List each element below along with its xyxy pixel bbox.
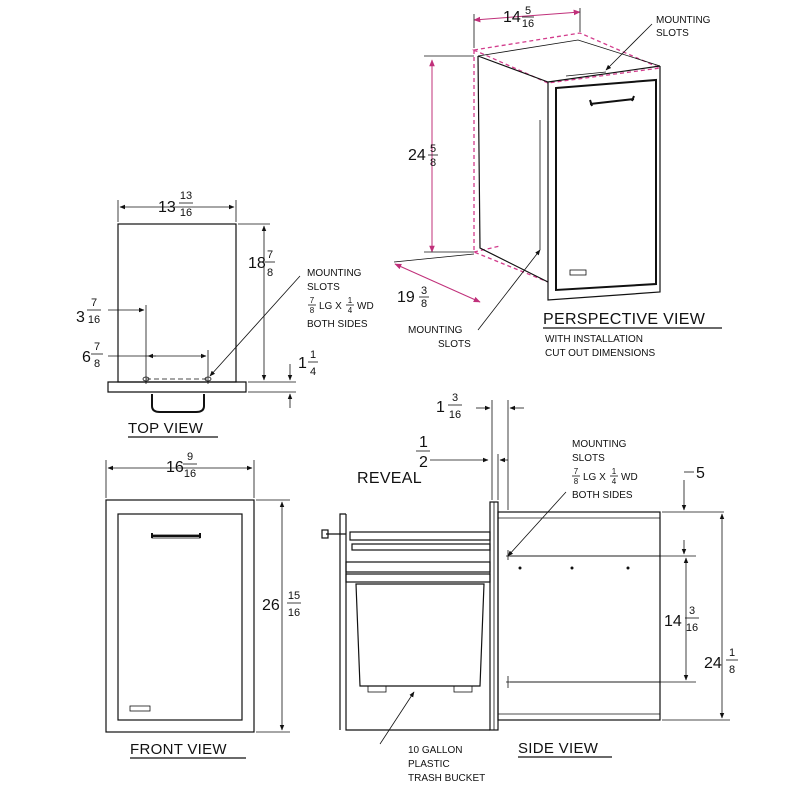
top-mounting-l4: BOTH SIDES <box>307 319 368 330</box>
front-width-den: 16 <box>184 468 196 480</box>
front-door-handle <box>151 533 201 538</box>
front-height-whole: 26 <box>262 597 280 614</box>
top-slot-lg-suffix: LG X <box>319 301 342 312</box>
side-slot-wd-num: 1 <box>612 467 617 476</box>
front-width-num: 9 <box>187 451 193 463</box>
side-mounting-l1: MOUNTING <box>572 439 627 450</box>
door-panel <box>555 78 657 292</box>
front-view-title: FRONT VIEW <box>130 741 227 758</box>
side-reveal-num: 1 <box>419 434 428 451</box>
side-flange-whole: 1 <box>436 399 445 416</box>
side-flange-num: 3 <box>452 392 458 404</box>
side-reveal-den: 2 <box>419 454 428 471</box>
top-slot-wd-den: 4 <box>348 306 353 315</box>
top-slot-lg-den: 8 <box>310 306 315 315</box>
top-offset-b-den: 8 <box>94 358 100 370</box>
front-door <box>117 513 243 721</box>
perspective-height-den: 8 <box>430 157 436 169</box>
top-offset-b-whole: 6 <box>82 349 91 366</box>
perspective-subtitle-2: CUT OUT DIMENSIONS <box>545 348 656 359</box>
side-height-den: 8 <box>729 664 735 676</box>
top-offset-a-whole: 3 <box>76 309 85 326</box>
front-height-num: 15 <box>288 590 300 602</box>
top-offset-a-num: 7 <box>91 297 97 309</box>
front-width-whole: 16 <box>166 459 184 476</box>
top-mounting-l2: SLOTS <box>307 282 340 293</box>
top-flange-whole: 1 <box>298 355 307 372</box>
perspective-width-den: 16 <box>522 18 534 30</box>
top-mounting-l1: MOUNTING <box>307 268 362 279</box>
top-depth-whole: 18 <box>248 255 266 272</box>
side-slot-lg-suffix: LG X <box>583 472 606 483</box>
top-view-title: TOP VIEW <box>128 420 204 437</box>
perspective-depth-num: 3 <box>421 285 427 297</box>
front-height-den: 16 <box>288 607 300 619</box>
perspective-view-title: PERSPECTIVE VIEW <box>543 311 706 328</box>
side-slot-span-den: 16 <box>686 622 698 634</box>
top-slot-wd-suffix: WD <box>357 301 374 312</box>
perspective-width-num: 5 <box>525 5 531 17</box>
perspective-height-num: 5 <box>430 143 436 155</box>
perspective-width-whole: 14 <box>503 9 521 26</box>
top-flange-den: 4 <box>310 366 316 378</box>
side-slot-lg-num: 7 <box>574 467 579 476</box>
top-view-handle <box>151 394 205 413</box>
door-handle <box>589 95 635 107</box>
top-slot-lg-num: 7 <box>310 296 315 305</box>
side-slot-wd-den: 4 <box>612 477 617 486</box>
perspective-subtitle-1: WITH INSTALLATION <box>545 334 643 345</box>
side-mounting-l2: SLOTS <box>572 453 605 464</box>
side-view-title: SIDE VIEW <box>518 740 599 757</box>
perspective-mounting-bottom-l1: MOUNTING <box>408 325 463 336</box>
trash-bucket <box>355 583 485 687</box>
door-badge <box>569 269 587 276</box>
side-reveal-label: REVEAL <box>357 470 422 487</box>
top-width-num: 13 <box>180 190 192 202</box>
side-height-num: 1 <box>729 647 735 659</box>
side-height-whole: 24 <box>704 655 722 672</box>
top-slot-wd-num: 1 <box>348 296 353 305</box>
side-slot-wd-suffix: WD <box>621 472 638 483</box>
perspective-depth-den: 8 <box>421 298 427 310</box>
side-slot-span-whole: 14 <box>664 613 682 630</box>
side-flange-den: 16 <box>449 409 461 421</box>
perspective-mounting-top-l1: MOUNTING <box>656 15 711 26</box>
slide-frame <box>339 513 490 731</box>
perspective-height-whole: 24 <box>408 147 426 164</box>
top-offset-a-den: 16 <box>88 314 100 326</box>
side-cabinet <box>497 511 661 721</box>
top-width-den: 16 <box>180 207 192 219</box>
front-view: 16 9 16 26 15 16 FRONT VIEW <box>105 451 301 759</box>
perspective-mounting-bottom-l2: SLOTS <box>438 339 471 350</box>
top-depth-num: 7 <box>267 249 273 261</box>
top-width-whole: 13 <box>158 199 176 216</box>
bucket-label-3: TRASH BUCKET <box>408 773 485 784</box>
perspective-mounting-top-l2: SLOTS <box>656 28 689 39</box>
top-depth-den: 8 <box>267 267 273 279</box>
top-flange-num: 1 <box>310 349 316 361</box>
side-view: 1 3 16 1 2 REVEAL MOUNTING SLOTS 7 8 LG … <box>321 392 738 784</box>
front-door-badge <box>129 705 151 712</box>
perspective-view: 14 5 16 24 5 8 19 3 8 MOUNTING SLOTS MOU… <box>393 5 722 359</box>
top-view: 13 13 16 18 7 8 3 7 16 6 7 8 1 1 4 <box>76 190 374 438</box>
cabinet-body <box>477 55 661 301</box>
bucket-label-2: PLASTIC <box>408 759 450 770</box>
side-slot-lg-den: 8 <box>574 477 579 486</box>
side-slot-span-num: 3 <box>689 605 695 617</box>
perspective-depth-whole: 19 <box>397 289 415 306</box>
side-top-offset: 5 <box>696 465 705 482</box>
top-offset-b-num: 7 <box>94 341 100 353</box>
side-mounting-l4: BOTH SIDES <box>572 490 633 501</box>
front-frame <box>105 499 255 733</box>
top-view-body <box>117 223 237 383</box>
bucket-label-1: 10 GALLON <box>408 745 462 756</box>
